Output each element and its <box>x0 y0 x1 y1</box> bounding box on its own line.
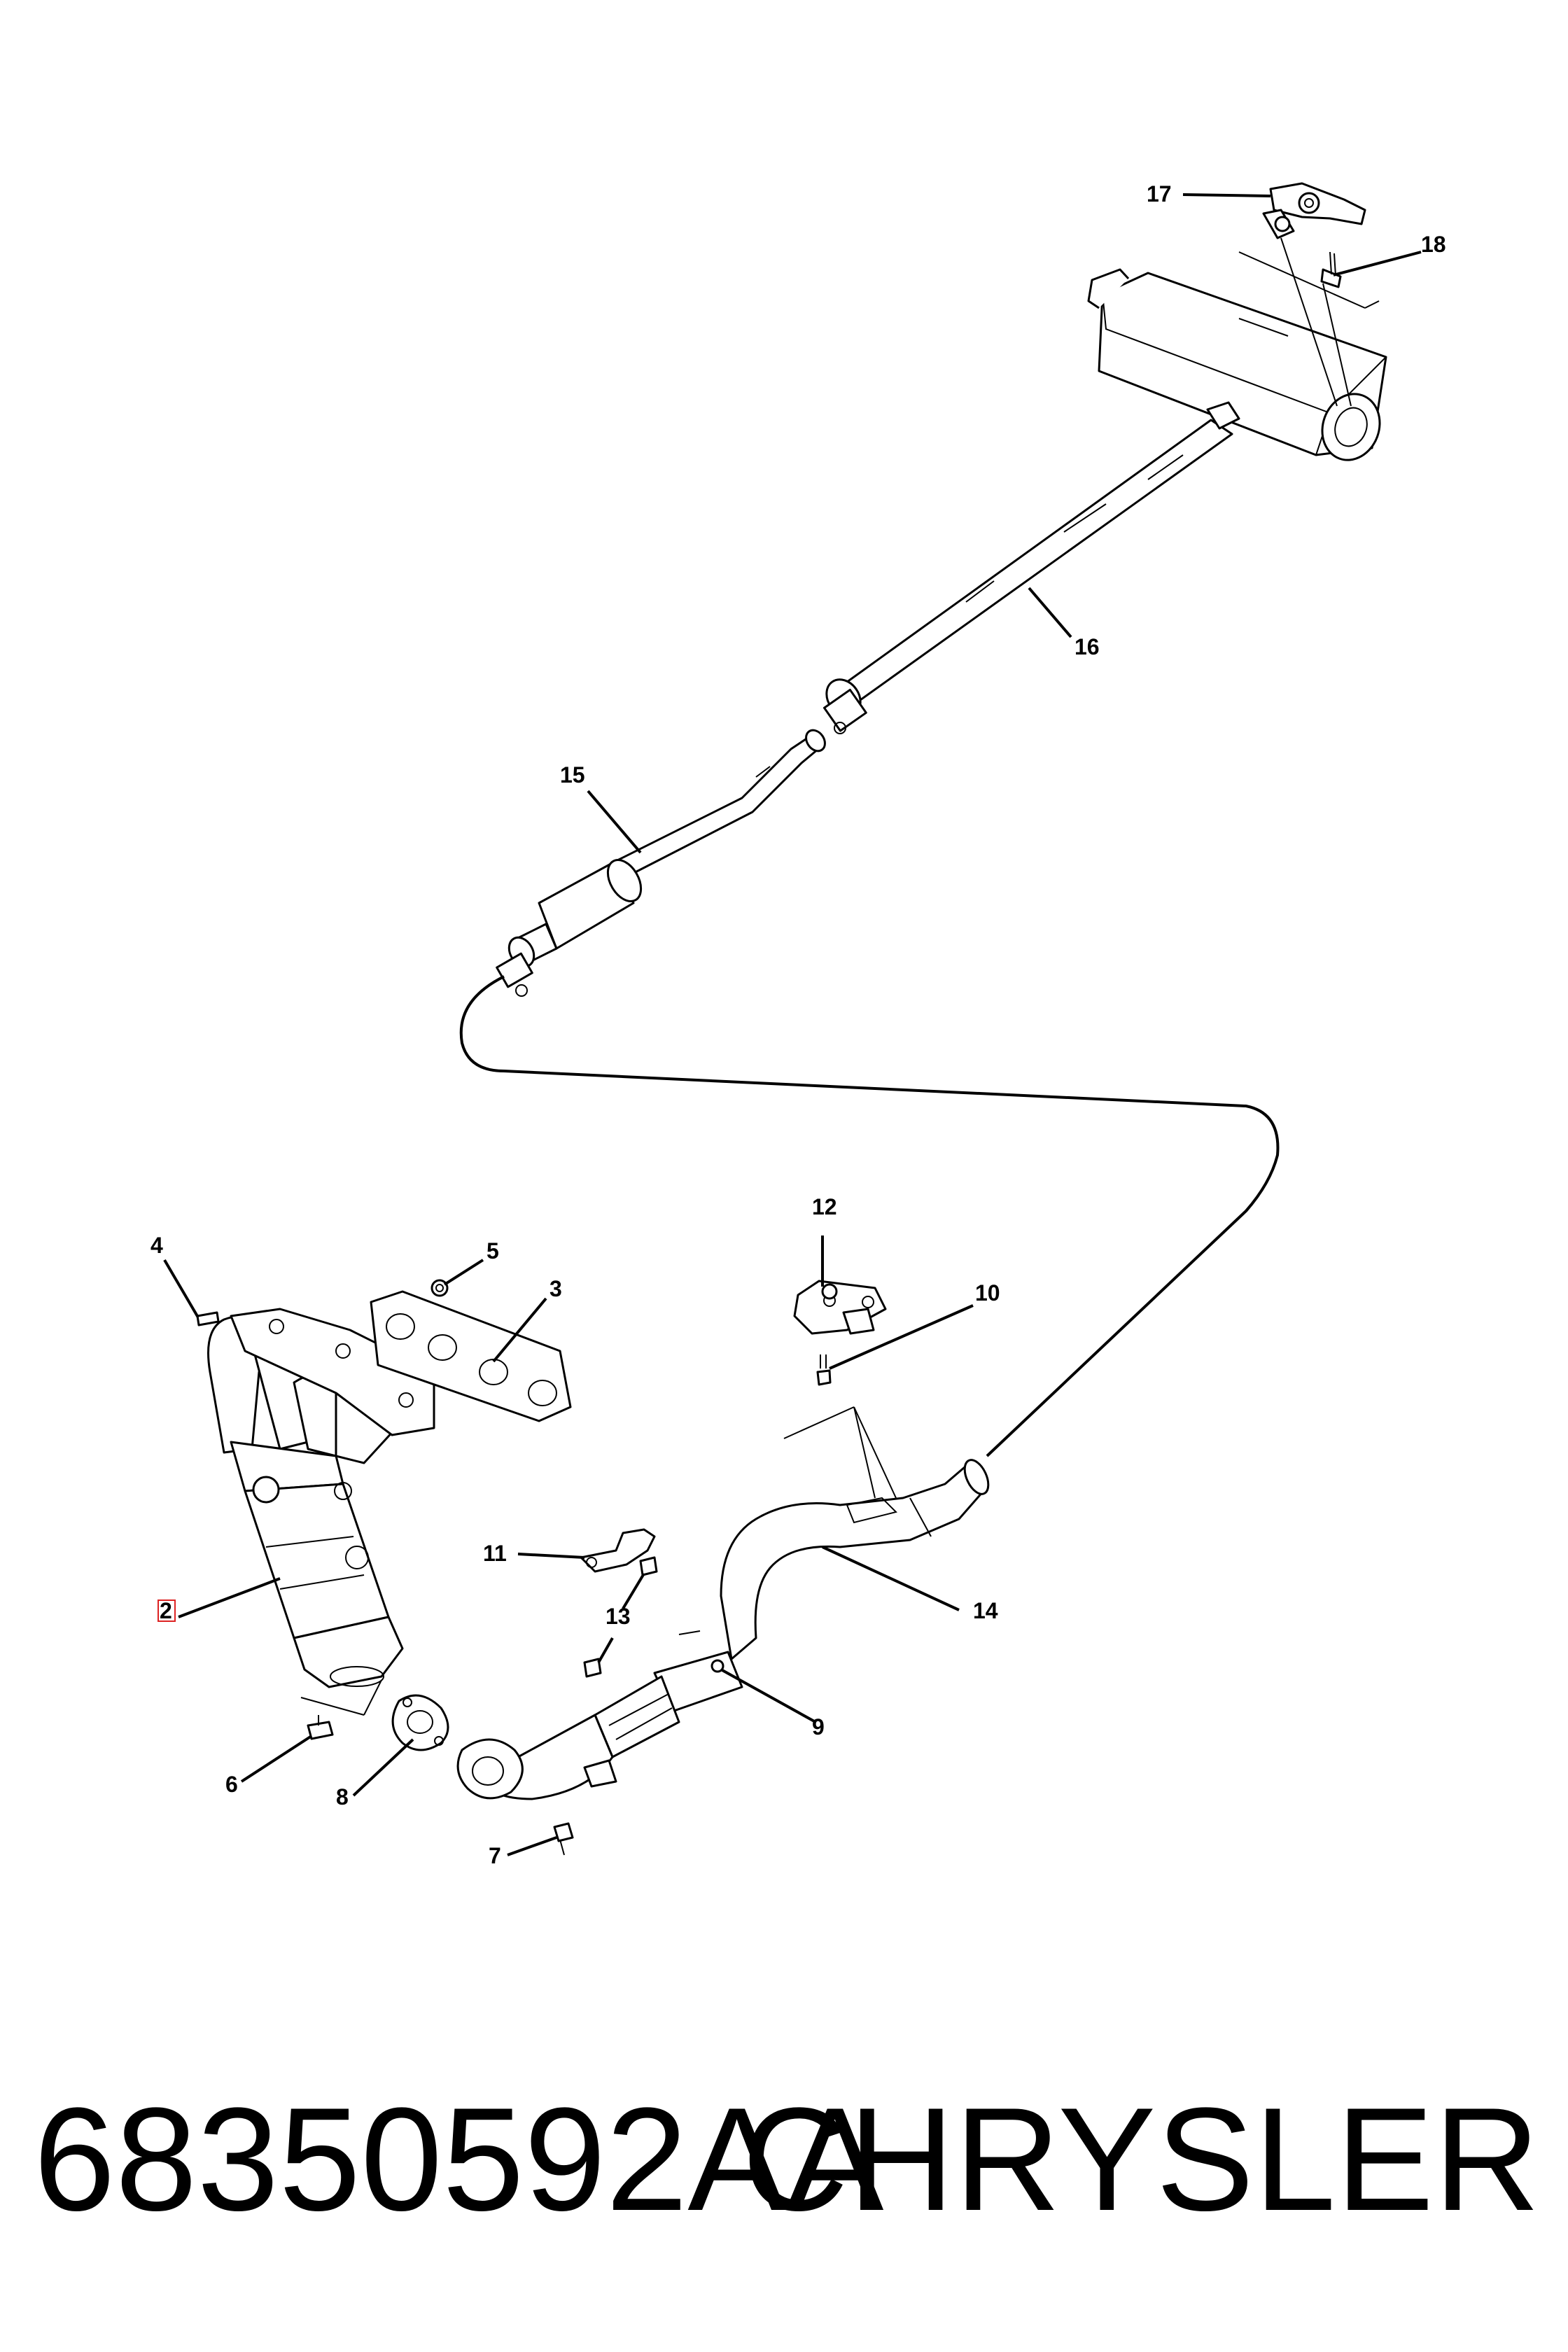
pipe-15 <box>507 729 826 968</box>
nut-5 <box>430 1279 449 1297</box>
brand-name: CHRYSLER <box>742 2077 1540 2241</box>
callout-9[interactable]: 9 <box>812 1714 825 1740</box>
exhaust-manifold-converter <box>207 1308 435 1688</box>
callout-3[interactable]: 3 <box>550 1276 562 1301</box>
stud-4 <box>196 1311 220 1326</box>
footer: 68350592AA CHRYSLER <box>0 2072 1568 2254</box>
callout-12[interactable]: 12 <box>812 1194 837 1219</box>
callout-6[interactable]: 6 <box>225 1772 238 1797</box>
callout-5[interactable]: 5 <box>486 1238 499 1264</box>
callout-11[interactable]: 11 <box>483 1541 507 1566</box>
callout-15[interactable]: 15 <box>560 762 585 788</box>
callout-8[interactable]: 8 <box>336 1784 349 1809</box>
mount-bracket-12 <box>793 1280 887 1335</box>
bolts-13 <box>583 1556 658 1678</box>
pipe-clamp-upper <box>823 688 867 734</box>
connection-routing-line <box>459 975 1280 1457</box>
bolt-10 <box>816 1354 832 1386</box>
bolt-18 <box>1320 251 1342 288</box>
callout-2-highlight <box>158 1600 176 1622</box>
pipe-14 <box>678 1459 990 1660</box>
callout-4[interactable]: 4 <box>150 1233 163 1258</box>
callout-17[interactable]: 17 <box>1147 181 1172 206</box>
clamp-11 <box>580 1528 656 1573</box>
exhaust-system-diagram: 2 3 4 5 6 7 8 9 10 11 12 13 14 15 16 17 … <box>150 181 1446 1868</box>
callout-2[interactable]: 2 <box>160 1598 172 1623</box>
callout-14[interactable]: 14 <box>973 1598 998 1623</box>
callout-7[interactable]: 7 <box>489 1843 501 1868</box>
bolt-7 <box>553 1822 574 1856</box>
stud-9 <box>710 1659 724 1673</box>
callout-16[interactable]: 16 <box>1074 634 1100 659</box>
downpipe-catalyst <box>456 1651 743 1800</box>
callout-10[interactable]: 10 <box>975 1280 1000 1306</box>
hanger-bracket <box>1262 182 1366 239</box>
gasket-8 <box>391 1694 449 1751</box>
bolt-6 <box>307 1715 334 1740</box>
manifold-gasket <box>370 1290 572 1422</box>
muffler <box>1087 268 1387 461</box>
part-number: 68350592AA <box>34 2077 884 2241</box>
callout-18[interactable]: 18 <box>1421 232 1446 257</box>
leader-lines <box>163 193 1422 1856</box>
callout-13[interactable]: 13 <box>606 1604 631 1629</box>
pipe-16 <box>825 401 1240 718</box>
